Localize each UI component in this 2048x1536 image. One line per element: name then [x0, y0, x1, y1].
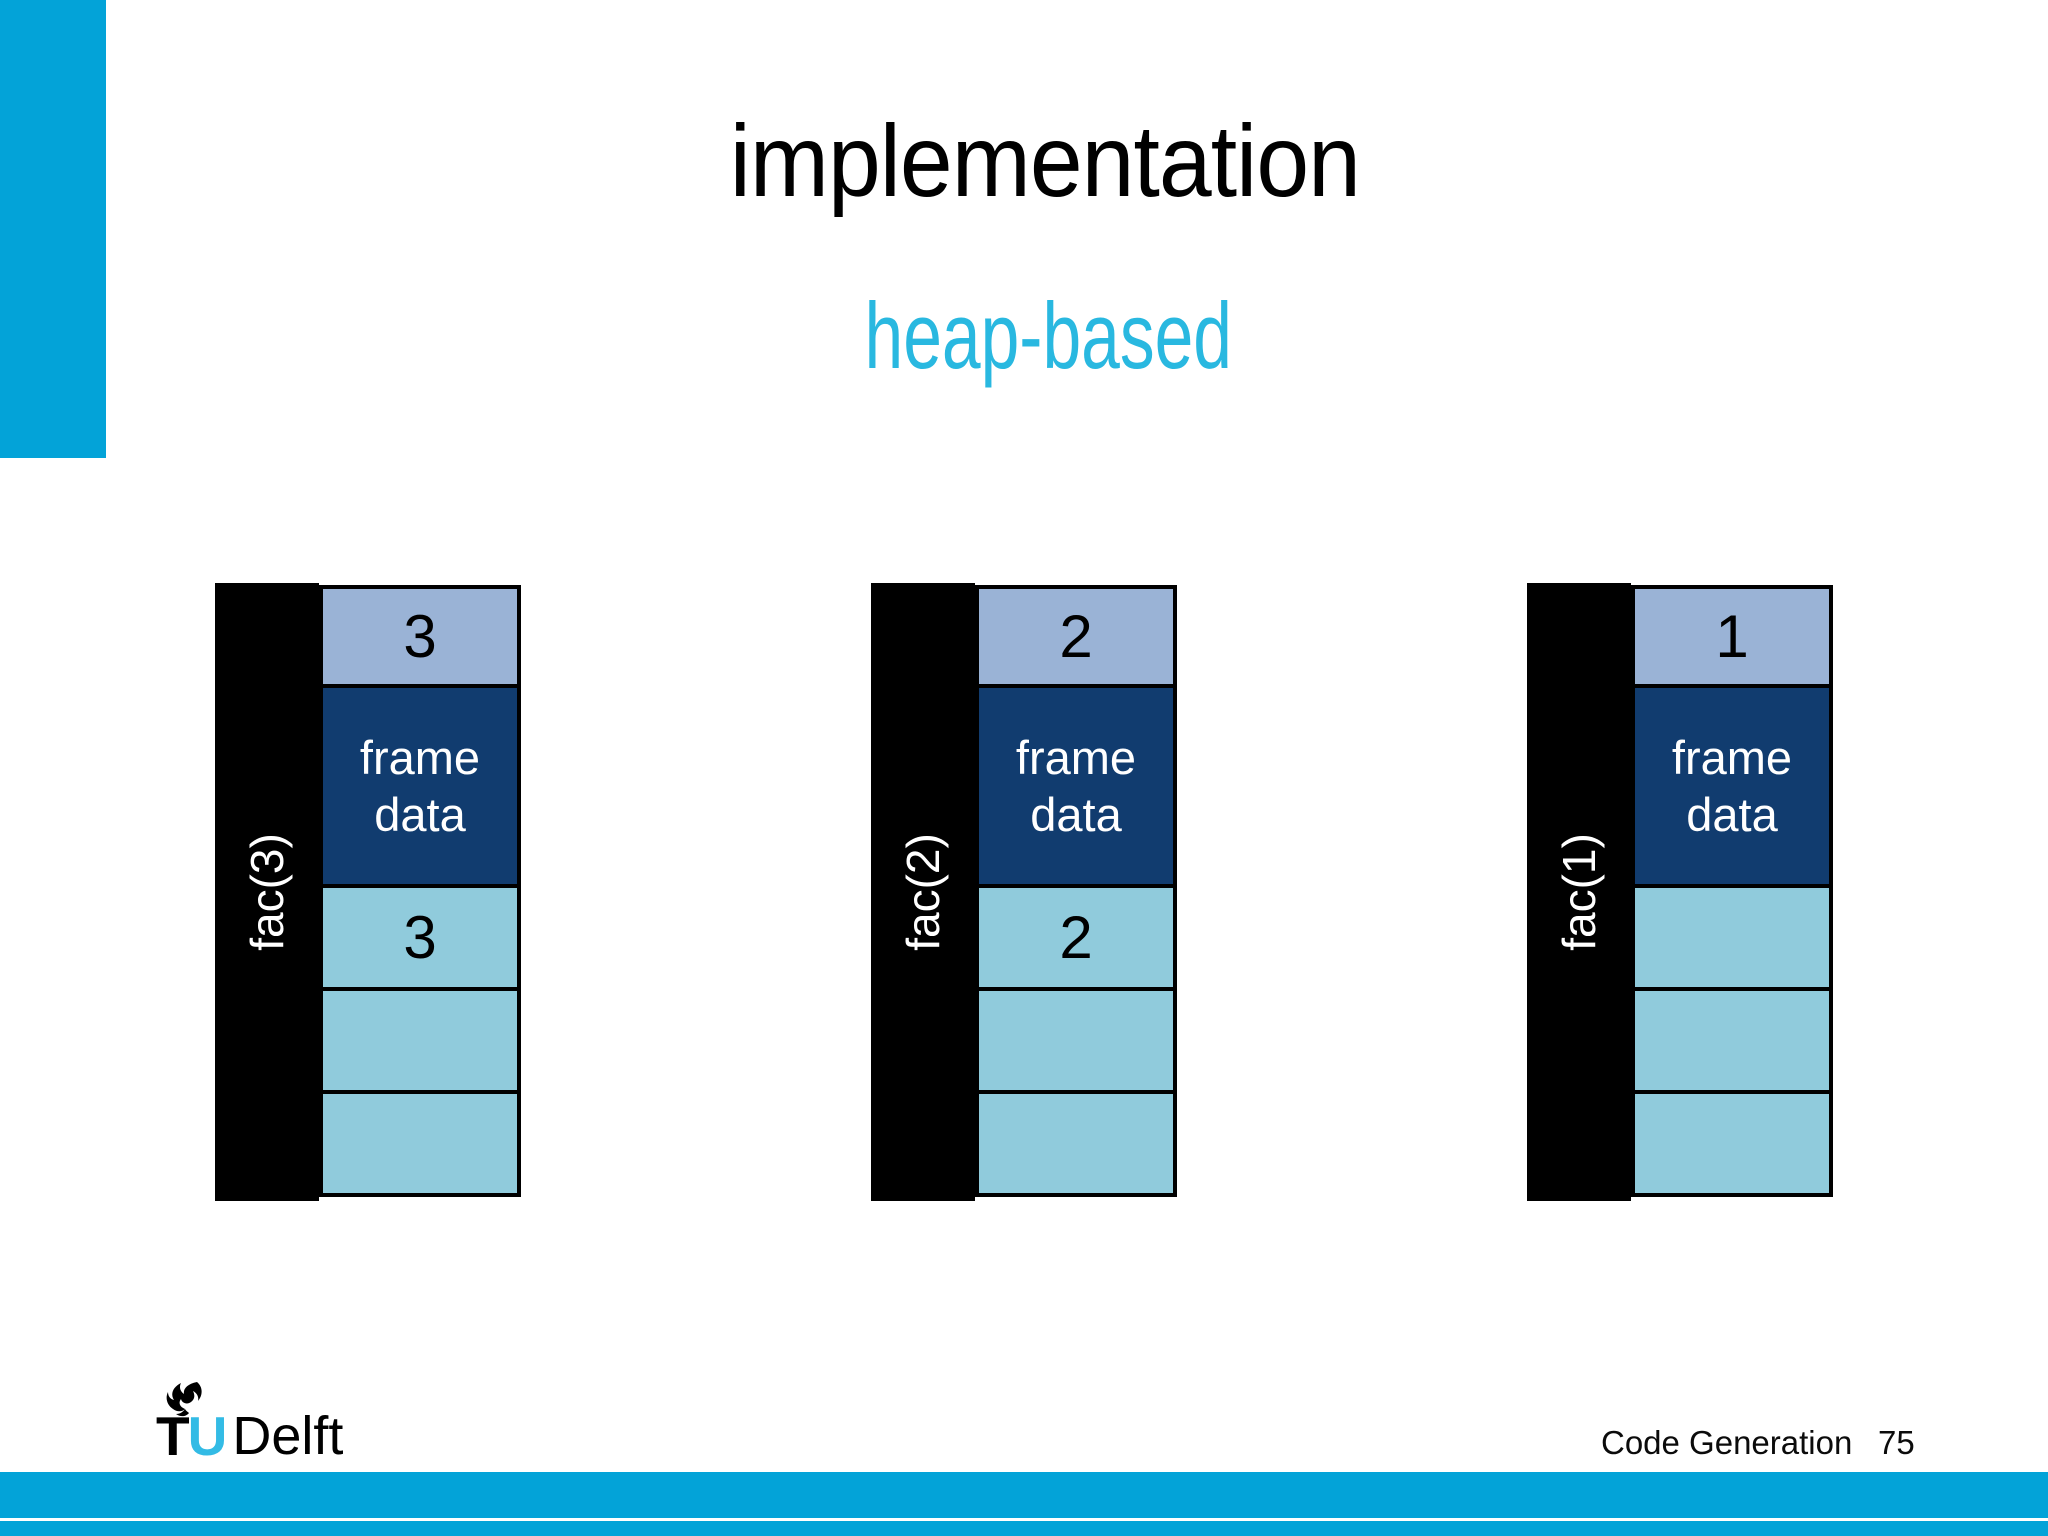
page-subtitle: heap-based	[0, 283, 2048, 388]
tu-delft-wordmark: TU Delft	[156, 1409, 343, 1464]
heap-frame-fac2: fac(2) 2 frame data 2	[871, 583, 1177, 1201]
frame-label: fac(1)	[1553, 833, 1605, 951]
logo-t: TU	[156, 1405, 228, 1467]
argument-cell: 1	[1635, 589, 1829, 684]
slot-cell	[1635, 1094, 1829, 1193]
page-title-text: implementation	[729, 104, 1361, 218]
heap-frame-fac1: fac(1) 1 frame data	[1527, 583, 1833, 1201]
slot-cell	[1635, 888, 1829, 987]
frame-label: fac(3)	[241, 833, 293, 951]
heap-frame-fac3: fac(3) 3 frame data 3	[215, 583, 521, 1201]
page-title: implementation	[0, 104, 2048, 218]
slot-cell	[1635, 991, 1829, 1090]
logo-u: U	[187, 1405, 228, 1467]
frame-data-cell: frame data	[323, 688, 517, 884]
frame-label: fac(2)	[897, 833, 949, 951]
tu-delft-logo: TU Delft	[156, 1381, 366, 1469]
page-subtitle-text: heap-based	[864, 283, 1232, 388]
frame-data-cell: frame data	[979, 688, 1173, 884]
footer-accent-strip	[0, 1521, 2048, 1536]
argument-cell: 2	[979, 589, 1173, 684]
footer-accent-bar	[0, 1472, 2048, 1518]
slot-cell	[323, 1094, 517, 1193]
frame-cell-column: 3 frame data 3	[319, 585, 521, 1197]
slot-cell	[323, 991, 517, 1090]
frame-cell-column: 1 frame data	[1631, 585, 1833, 1197]
tu-delft-flame-icon	[166, 1382, 202, 1417]
argument-cell: 3	[323, 589, 517, 684]
footer-course-label: Code Generation	[1601, 1424, 1853, 1461]
logo-tu-text: TU	[156, 1409, 227, 1464]
logo-delft-text: Delft	[232, 1406, 344, 1466]
slot-cell: 2	[979, 888, 1173, 987]
slot-cell	[979, 1094, 1173, 1193]
slot-cell: 3	[323, 888, 517, 987]
frame-data-cell: frame data	[1635, 688, 1829, 884]
slot-cell	[979, 991, 1173, 1090]
footer-page-number: 75	[1878, 1424, 1915, 1461]
frame-label-bar: fac(2)	[871, 583, 975, 1201]
frame-label-bar: fac(1)	[1527, 583, 1631, 1201]
left-accent-bar	[0, 0, 106, 458]
frame-cell-column: 2 frame data 2	[975, 585, 1177, 1197]
frame-label-bar: fac(3)	[215, 583, 319, 1201]
